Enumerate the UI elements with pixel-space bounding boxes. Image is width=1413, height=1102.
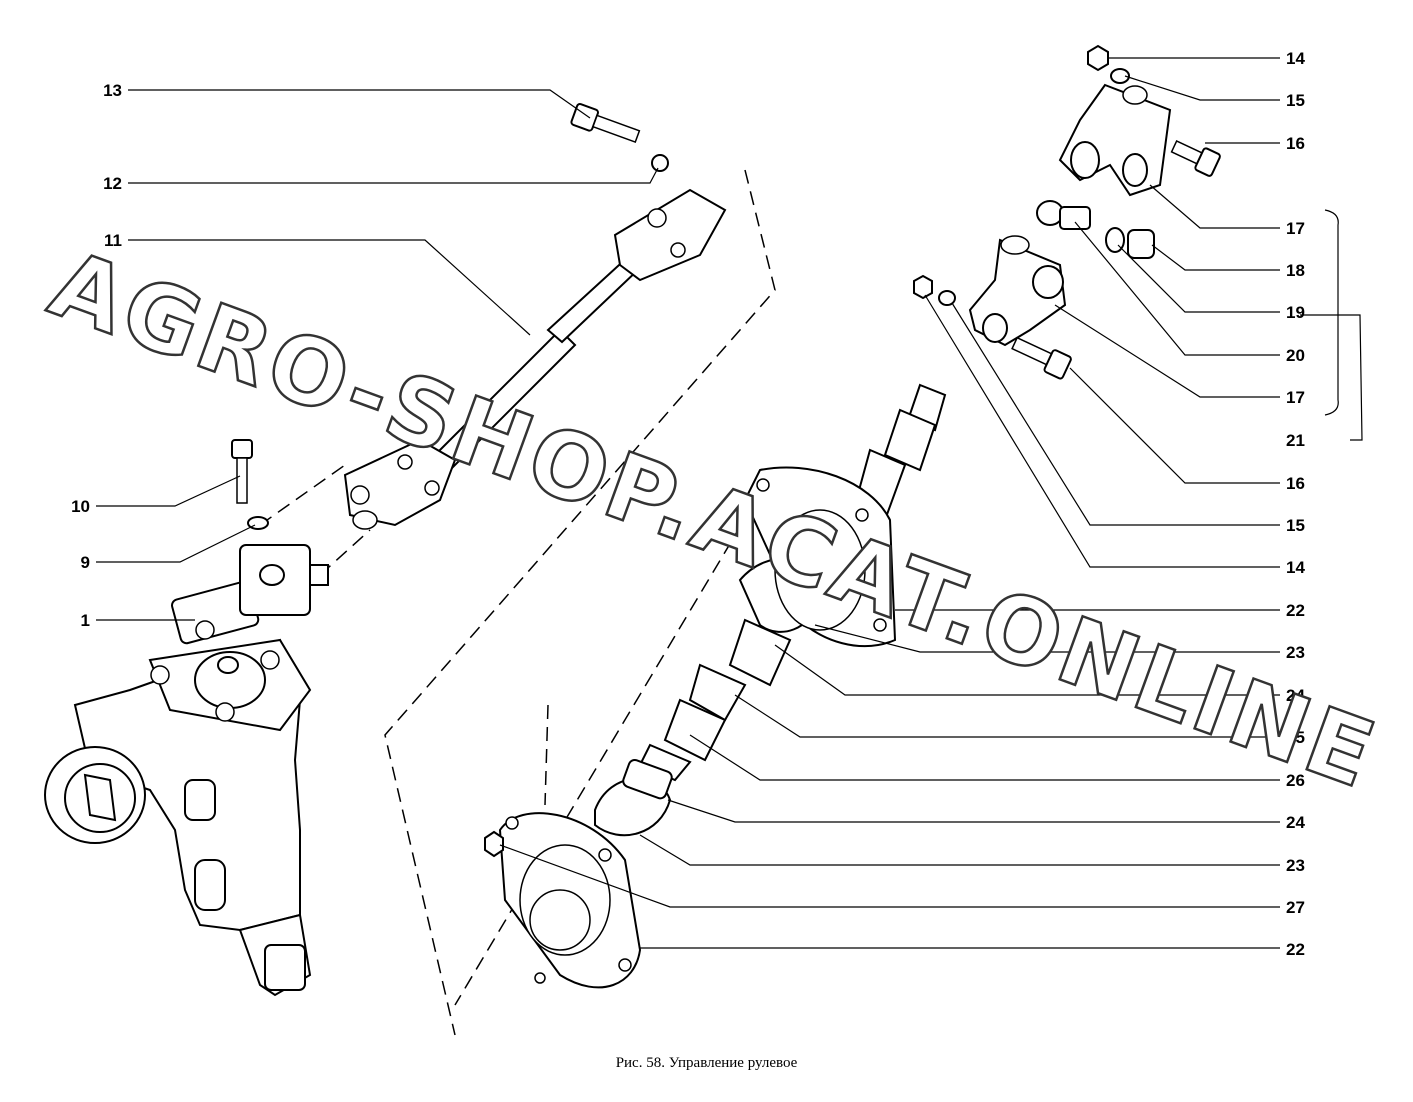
callout-13: 13 xyxy=(103,81,122,100)
callout-27: 27 xyxy=(1286,898,1305,917)
lever-17-upper xyxy=(1058,83,1172,197)
callout-22-bottom: 22 xyxy=(1286,940,1305,959)
bolt-13 xyxy=(570,103,641,144)
callout-23-bottom: 23 xyxy=(1286,856,1305,875)
callout-9: 9 xyxy=(81,553,90,572)
callout-19: 19 xyxy=(1286,303,1305,322)
flange-22-upper xyxy=(743,466,897,648)
callout-24-bottom: 24 xyxy=(1286,813,1305,832)
callout-labels: 13 12 11 10 9 1 14 15 16 17 18 19 20 17 … xyxy=(71,49,1305,959)
callout-23-top: 23 xyxy=(1286,643,1305,662)
bushing-18 xyxy=(1127,229,1155,259)
intermediate-shaft-11 xyxy=(343,188,727,530)
nut-27 xyxy=(484,830,504,858)
flange-22-lower xyxy=(498,812,642,989)
callout-22-top: 22 xyxy=(1286,601,1305,620)
nut-14-upper xyxy=(1087,44,1109,72)
washer-15-lower xyxy=(938,290,956,306)
nut-14-lower xyxy=(913,274,933,300)
callout-15-bottom: 15 xyxy=(1286,516,1305,535)
callout-24-top: 24 xyxy=(1286,686,1305,705)
washer-15-upper xyxy=(1110,68,1130,84)
callout-21: 21 xyxy=(1286,431,1305,450)
bolt-16-upper xyxy=(1170,140,1221,177)
callout-17-top: 17 xyxy=(1286,219,1305,238)
callout-10: 10 xyxy=(71,497,90,516)
callout-17-bottom: 17 xyxy=(1286,388,1305,407)
boot-24-lower xyxy=(594,759,673,837)
callout-25: 25 xyxy=(1286,728,1305,747)
callout-14-bottom: 14 xyxy=(1286,558,1305,577)
steering-gear-housing xyxy=(44,544,329,997)
callout-20: 20 xyxy=(1286,346,1305,365)
callout-11: 11 xyxy=(104,231,122,250)
bolt-16-lower xyxy=(1011,336,1072,380)
lever-17-lower xyxy=(968,235,1067,347)
callout-18: 18 xyxy=(1286,261,1305,280)
callout-16-bottom: 16 xyxy=(1286,474,1305,493)
leader-lines xyxy=(96,57,1363,949)
ball-pin-20 xyxy=(1036,200,1091,230)
callout-12: 12 xyxy=(103,174,122,193)
figure-caption: Рис. 58. Управление рулевое xyxy=(615,1055,798,1071)
callout-14-top: 14 xyxy=(1286,49,1305,68)
callout-1: 1 xyxy=(81,611,90,630)
callout-26: 26 xyxy=(1286,771,1305,790)
washer-12 xyxy=(651,154,669,172)
bolt-10 xyxy=(231,439,253,504)
callout-16-top: 16 xyxy=(1286,134,1305,153)
callout-15-top: 15 xyxy=(1286,91,1305,110)
